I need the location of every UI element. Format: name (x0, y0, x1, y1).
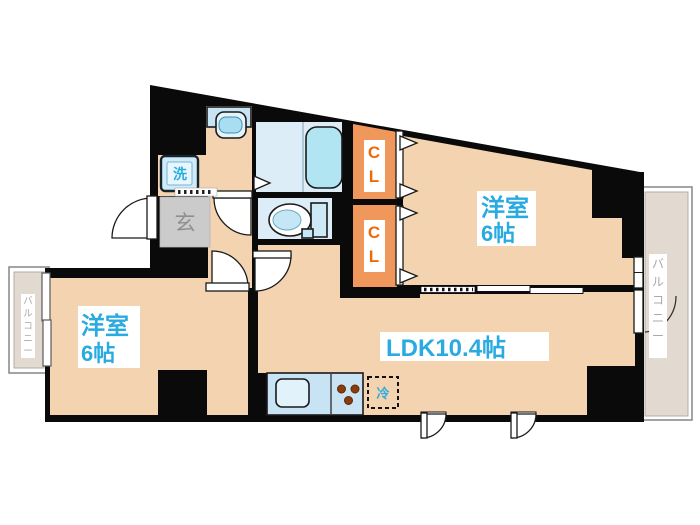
entrance-floor (159, 196, 211, 248)
closet-door-marker (399, 183, 419, 199)
bedroom-left-door (205, 250, 250, 292)
bathroom-door-marker (253, 175, 272, 191)
toilet-seat-hinge (301, 228, 314, 239)
bottom-window-2 (510, 411, 537, 439)
window-leaf (510, 412, 518, 439)
refrigerator-outline (367, 376, 399, 409)
bedroom-bottom-left-size: 6帖 (81, 341, 115, 366)
kitchen (266, 372, 364, 416)
stove-burner (344, 396, 353, 405)
stove-burner (350, 384, 360, 394)
entrance-label: 玄 (175, 212, 196, 235)
window-sash (42, 319, 52, 367)
stove-burner (337, 384, 346, 394)
toilet (268, 202, 328, 239)
label-bg-bedroom-tr (477, 191, 536, 246)
label-bg-closet-lower (364, 220, 385, 272)
bottom-window-1 (420, 411, 447, 439)
entrance-door-swing (111, 197, 153, 239)
balcony-right-label: バルコニー (652, 257, 664, 343)
closet-door-marker (399, 205, 419, 221)
window-sash (41, 272, 51, 322)
closet-door-marker (399, 268, 419, 284)
bedroom-left-door-leaf (205, 282, 250, 292)
washing-machine-inner (166, 161, 193, 186)
kitchen-sink (275, 378, 310, 408)
wall-patch-bedroom (158, 370, 207, 416)
balcony-door-leaf (633, 289, 644, 334)
toilet-bowl-inner (272, 209, 302, 231)
sliding-door-panel (476, 285, 531, 292)
wash-basin (206, 106, 252, 139)
label-bg-balcony-left (21, 294, 35, 358)
bedroom-top-right-size: 6帖 (481, 221, 515, 246)
balcony-left-label: バルコニー (23, 296, 33, 357)
bathtub (305, 126, 343, 189)
window-leaf (420, 412, 428, 439)
label-bg-balcony-right (649, 254, 667, 358)
ldk-door (252, 250, 292, 292)
entrance-step (174, 187, 218, 197)
sliding-door-bedroom-ldk (420, 285, 584, 294)
bedroom-balcony-window (633, 256, 644, 289)
ldk-door-leaf (252, 250, 292, 259)
closet-door-marker (399, 135, 419, 151)
refrigerator-label: 冷 (376, 386, 389, 401)
bedroom-top-right-name: 洋室 (481, 194, 529, 222)
label-bg-bedroom-bl (78, 306, 140, 368)
entrance-door-leaf (146, 195, 158, 240)
closet-doors (395, 130, 419, 286)
bedroom-bottom-left-name: 洋室 (81, 312, 129, 340)
washroom-door-leaf (212, 190, 253, 199)
label-bg-ldk (380, 332, 549, 361)
washroom-door (212, 190, 253, 236)
sliding-door-panel (529, 287, 584, 294)
entrance-door (111, 195, 158, 240)
wall-patch-kitchen (258, 373, 268, 416)
washroom-door-swing (213, 197, 252, 236)
bedroom-left-window (41, 272, 52, 367)
ldk-label: LDK10.4帖 (386, 335, 506, 362)
label-bg-closet-upper (364, 140, 385, 192)
washing-machine-label: 洗 (173, 166, 187, 182)
balcony-right (640, 186, 693, 421)
basin-inner (218, 116, 243, 134)
